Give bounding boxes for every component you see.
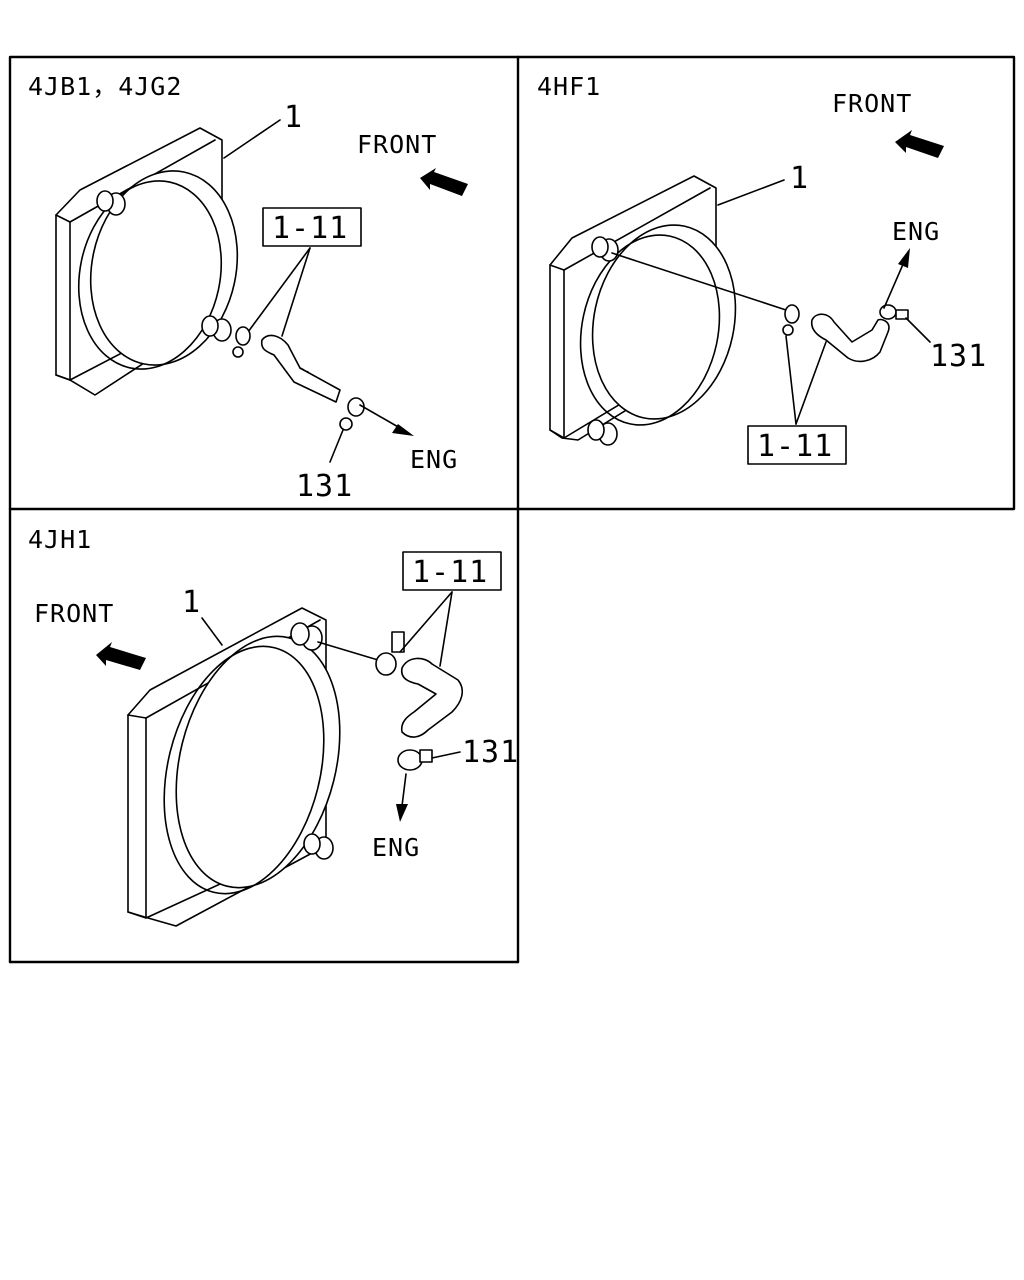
part-1-callout: 1 — [790, 161, 809, 196]
part-group-box — [402, 551, 502, 591]
part-131-callout: 131 — [930, 339, 987, 374]
panel-4jh1: 4JH1 FRONT 1 1-11 — [28, 525, 519, 927]
front-label: FRONT — [832, 89, 912, 118]
panel-4jb1-4jg2: 4JB1，4JG2 1 FRONT 1-11 — [28, 72, 468, 504]
engine-label: 4JH1 — [28, 525, 92, 554]
part-group-callout: 1-11 — [757, 429, 833, 464]
hose-clamp-131 — [397, 749, 433, 771]
front-arrow-icon — [895, 130, 944, 158]
part-group-callout: 1-11 — [272, 211, 348, 246]
engine-label: 4JB1，4JG2 — [28, 72, 182, 101]
eng-label: ENG — [892, 217, 940, 246]
part-131-callout: 131 — [462, 735, 519, 770]
panel-4hf1: 4HF1 FRONT 1 — [537, 72, 987, 465]
radiator — [549, 175, 737, 446]
front-arrow-icon — [420, 168, 468, 196]
front-label: FRONT — [34, 599, 114, 628]
front-arrow-icon — [96, 642, 146, 670]
part-1-callout: 1 — [284, 100, 303, 135]
eng-arrow-icon — [396, 804, 408, 822]
part-group-callout: 1-11 — [412, 555, 488, 590]
eng-label: ENG — [372, 833, 420, 862]
hose-clamp — [232, 326, 251, 358]
part-group-box — [747, 425, 847, 465]
part-1-callout: 1 — [182, 585, 201, 620]
panel-frames — [8, 55, 1016, 964]
engine-label: 4HF1 — [537, 72, 601, 101]
front-label: FRONT — [357, 130, 437, 159]
eng-label: ENG — [410, 445, 458, 474]
hose-clamp — [375, 631, 405, 676]
part-131-callout: 131 — [296, 469, 353, 504]
radiator — [127, 607, 341, 927]
hose-clamp-131 — [339, 397, 365, 431]
hose-clamp — [782, 304, 800, 336]
eng-arrow-icon — [392, 424, 414, 436]
part-group-box — [262, 207, 362, 247]
radiator — [55, 127, 239, 396]
eng-arrow-icon — [898, 248, 910, 268]
